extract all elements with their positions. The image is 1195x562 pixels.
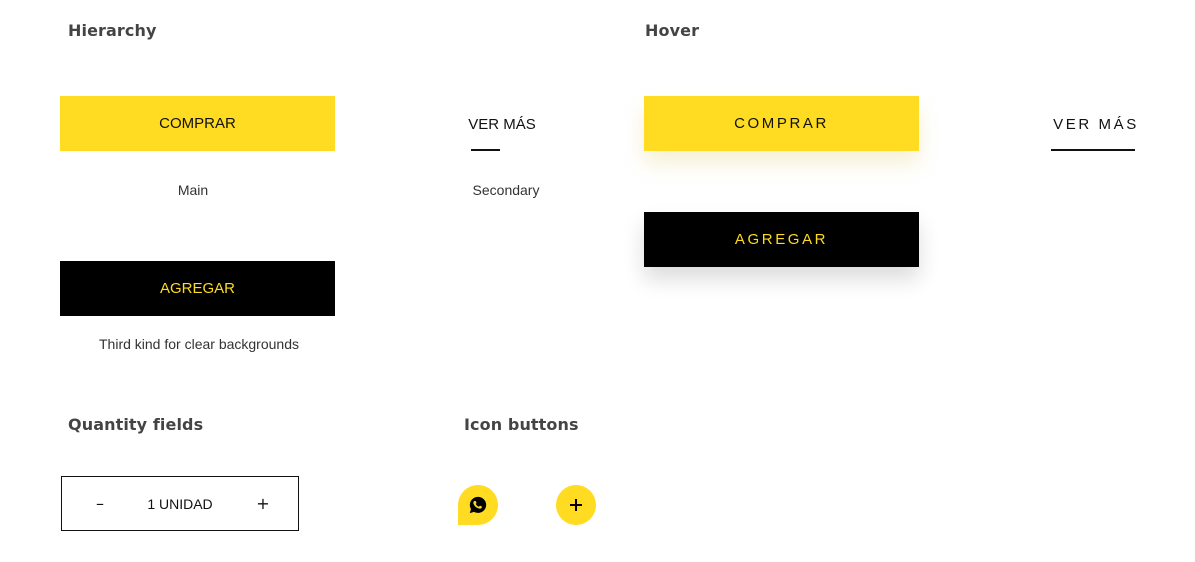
- increment-button[interactable]: +: [256, 494, 270, 513]
- quantity-value: 1 UNIDAD: [147, 495, 213, 512]
- whatsapp-icon: [468, 495, 488, 515]
- decrement-button[interactable]: –: [96, 494, 104, 513]
- main-caption: Main: [177, 182, 209, 198]
- agregar-button[interactable]: AGREGAR: [60, 261, 335, 316]
- hover-title: Hover: [645, 21, 700, 40]
- plus-icon: [569, 498, 583, 512]
- third-caption: Third kind for clear backgrounds: [99, 336, 299, 352]
- quantity-stepper: 1 UNIDAD – +: [61, 476, 299, 531]
- ver-mas-hover-button[interactable]: VER MÁS: [1053, 115, 1139, 133]
- agregar-hover-button[interactable]: AGREGAR: [644, 212, 919, 267]
- secondary-caption: Secondary: [472, 182, 540, 198]
- ver-mas-underline: [471, 149, 500, 151]
- hierarchy-title: Hierarchy: [68, 21, 157, 40]
- ver-mas-button[interactable]: VER MÁS: [468, 115, 536, 133]
- comprar-hover-button[interactable]: COMPRAR: [644, 96, 919, 151]
- icon-buttons-title: Icon buttons: [464, 415, 579, 434]
- quantity-title: Quantity fields: [68, 415, 204, 434]
- ver-mas-hover-underline: [1051, 149, 1135, 151]
- add-button[interactable]: [556, 485, 596, 525]
- comprar-button[interactable]: COMPRAR: [60, 96, 335, 151]
- whatsapp-button[interactable]: [458, 485, 498, 525]
